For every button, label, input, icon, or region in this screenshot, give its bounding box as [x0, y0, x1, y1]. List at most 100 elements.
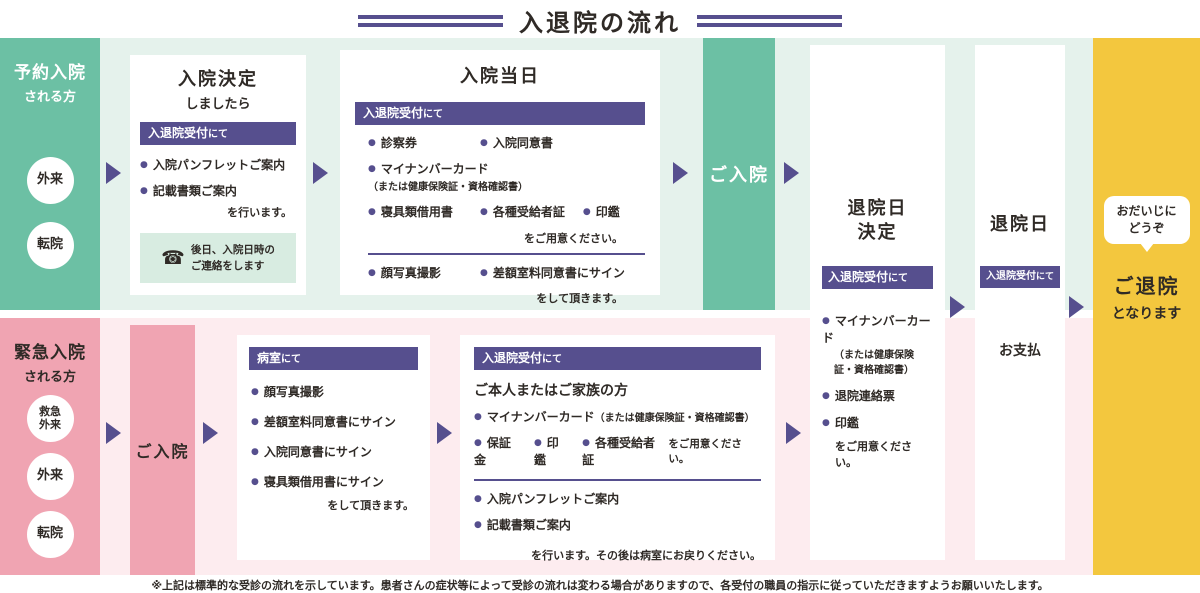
section-header: 入退院受付にて — [980, 266, 1060, 288]
payment-label: お支払 — [999, 343, 1041, 359]
discharge-date-decision-card: 退院日 決定 入退院受付にて マイナンバーカード （または健康保険証・資格確認書… — [810, 45, 945, 560]
page-title: 入退院の流れ — [519, 9, 681, 37]
list-item: 各種受給者証 — [480, 204, 565, 221]
card-subtitle: しましたら — [185, 97, 251, 112]
section-header-sub: にて — [281, 354, 302, 365]
section-divider — [474, 478, 761, 481]
section-header-sub: にて — [888, 272, 909, 284]
item-main: マイナンバーカード — [486, 410, 595, 425]
admission-decision-card: 入院決定 しましたら 入退院受付にて 入院パンフレットご案内 記載書類ご案内 を… — [130, 55, 306, 295]
list-item: 記載書類ご案内 — [140, 183, 296, 200]
outpatient-circle: 外来 — [26, 453, 74, 500]
section-header: 入退院受付にて — [140, 122, 296, 146]
list-item: 印鑑 — [822, 415, 933, 432]
list-item: 入院同意書 — [480, 135, 553, 152]
list-item: 保証金 — [474, 435, 522, 469]
sign-suffix: をして頂きます。 — [536, 292, 623, 306]
title-line: 退院日 — [847, 198, 908, 219]
section-header-sub: にて — [208, 129, 229, 140]
emergency-entry-subtitle: される方 — [23, 370, 76, 385]
list-item: 各種受給者証 — [582, 435, 665, 469]
flow-arrow-right — [313, 162, 328, 184]
list-item: マイナンバーカード （または健康保険証・資格確認書） — [368, 161, 645, 195]
section-header-main: 病室 — [257, 351, 282, 365]
bubble-line: おだいじに — [1116, 204, 1177, 218]
list-item: マイナンバーカード（または健康保険証・資格確認書） — [474, 409, 761, 426]
list-item: 印鑑 — [583, 204, 620, 221]
section-header-main: 入退院受付 — [148, 126, 209, 140]
contact-note-box: ☎ 後日、入院日時の ご連絡をします — [140, 232, 296, 284]
sign-suffix: をして頂きます。 — [327, 499, 414, 513]
flow-arrow-right — [784, 162, 799, 184]
item-main: マイナンバーカード — [380, 161, 489, 176]
title-decoration-right — [697, 14, 842, 27]
card-title: 退院日 — [990, 214, 1050, 235]
card-subtitle: ご本人またはご家族の方 — [474, 383, 628, 400]
emergency-reception-card: 入退院受付にて ご本人またはご家族の方 マイナンバーカード（または健康保険証・資… — [460, 335, 775, 563]
section-header-main: 入退院受付 — [363, 106, 424, 120]
list-item: 入院パンフレットご案内 — [140, 157, 296, 174]
card-title: 入院当日 — [460, 66, 540, 87]
scheduled-entry-panel: 予約入院 される方 外来 転院 — [0, 38, 100, 310]
footnote: ※上記は標準的な受診の流れを示しています。患者さんの症状等によって受診の流れは変… — [151, 579, 1049, 592]
list-item: 入院同意書にサイン — [251, 444, 418, 461]
list-item: 寝具類借用書にサイン — [251, 474, 418, 491]
list-item: 入院パンフレットご案内 — [474, 491, 761, 508]
section-header-sub: にて — [423, 109, 444, 120]
item-paren: （または健康保険証・資格確認書） — [834, 350, 914, 377]
discharge-exit-panel: おだいじに どうぞ ご退院 となります — [1093, 38, 1200, 575]
list-item: マイナンバーカード — [822, 313, 933, 347]
well-wishes-bubble: おだいじに どうぞ — [1103, 196, 1190, 244]
list-item: 差額室料同意書にサイン — [480, 265, 625, 282]
list-item: 印鑑 — [534, 435, 570, 469]
section-header: 入退院受付にて — [355, 102, 645, 126]
section-header-main: 入退院受付 — [482, 351, 543, 365]
scheduled-admission-panel: ご入院 — [703, 38, 775, 310]
flow-arrow-right — [106, 422, 121, 444]
item-paren: （または健康保険証・資格確認書） — [368, 181, 528, 193]
transfer-circle: 転院 — [26, 222, 74, 269]
action-suffix: を行います。 — [227, 205, 292, 219]
circle-line: 救急 — [39, 404, 61, 418]
page-title-row: 入退院の流れ — [0, 3, 1200, 38]
section-header-main: 入退院受付 — [985, 271, 1036, 282]
discharge-day-card: 退院日 入退院受付にて お支払 — [975, 45, 1065, 560]
circle-line: 外来 — [39, 417, 61, 431]
item-paren: （または健康保険証・資格確認書） — [594, 413, 755, 425]
flow-arrow-right — [437, 422, 452, 444]
outpatient-circle: 外来 — [26, 157, 74, 204]
flow-arrow-right — [950, 296, 965, 318]
note-line: 後日、入院日時の — [190, 243, 275, 256]
prepare-suffix: をご用意ください。 — [668, 438, 742, 466]
card-title: 入院決定 — [178, 69, 258, 90]
section-header: 入退院受付にて — [474, 347, 761, 371]
section-header-sub: にて — [1035, 272, 1054, 282]
flow-arrow-right — [786, 422, 801, 444]
note-line: ご連絡をします — [190, 260, 265, 273]
flow-arrow-right — [106, 162, 121, 184]
list-item: 差額室料同意書にサイン — [251, 414, 418, 431]
emergency-entry-title: 緊急入院 — [14, 343, 86, 363]
prepare-suffix: をご用意ください。 — [835, 439, 912, 469]
scheduled-entry-title: 予約入院 — [14, 63, 86, 83]
section-divider — [368, 252, 645, 255]
exit-subtitle: となります — [1111, 305, 1182, 322]
list-item: 退院連絡票 — [822, 388, 933, 405]
title-line: 決定 — [857, 222, 898, 244]
list-item: 寝具類借用書 — [368, 204, 480, 221]
list-item: 顔写真撮影 — [251, 384, 418, 401]
section-header: 病室にて — [249, 347, 418, 371]
card-footer: を行います。その後は病室にお戻りください。 — [531, 549, 761, 563]
emergency-admission-panel: ご入院 — [130, 325, 195, 575]
er-outpatient-circle: 救急 外来 — [26, 395, 74, 442]
flow-arrow-right — [1069, 296, 1084, 318]
contact-note-text: 後日、入院日時の ご連絡をします — [191, 242, 275, 275]
admission-day-card: 入院当日 入退院受付にて 診察券 入院同意書 マイナンバーカード（または健康保険… — [340, 50, 660, 305]
emergency-entry-panel: 緊急入院 される方 救急 外来 外来 転院 — [0, 318, 100, 575]
prepare-suffix: をご用意ください。 — [524, 231, 623, 245]
list-item: 記載書類ご案内 — [474, 517, 761, 534]
section-header-main: 入退院受付 — [828, 269, 889, 284]
bubble-line: どうぞ — [1128, 220, 1165, 235]
scheduled-entry-subtitle: される方 — [23, 90, 76, 105]
section-header: 入退院受付にて — [822, 265, 933, 289]
